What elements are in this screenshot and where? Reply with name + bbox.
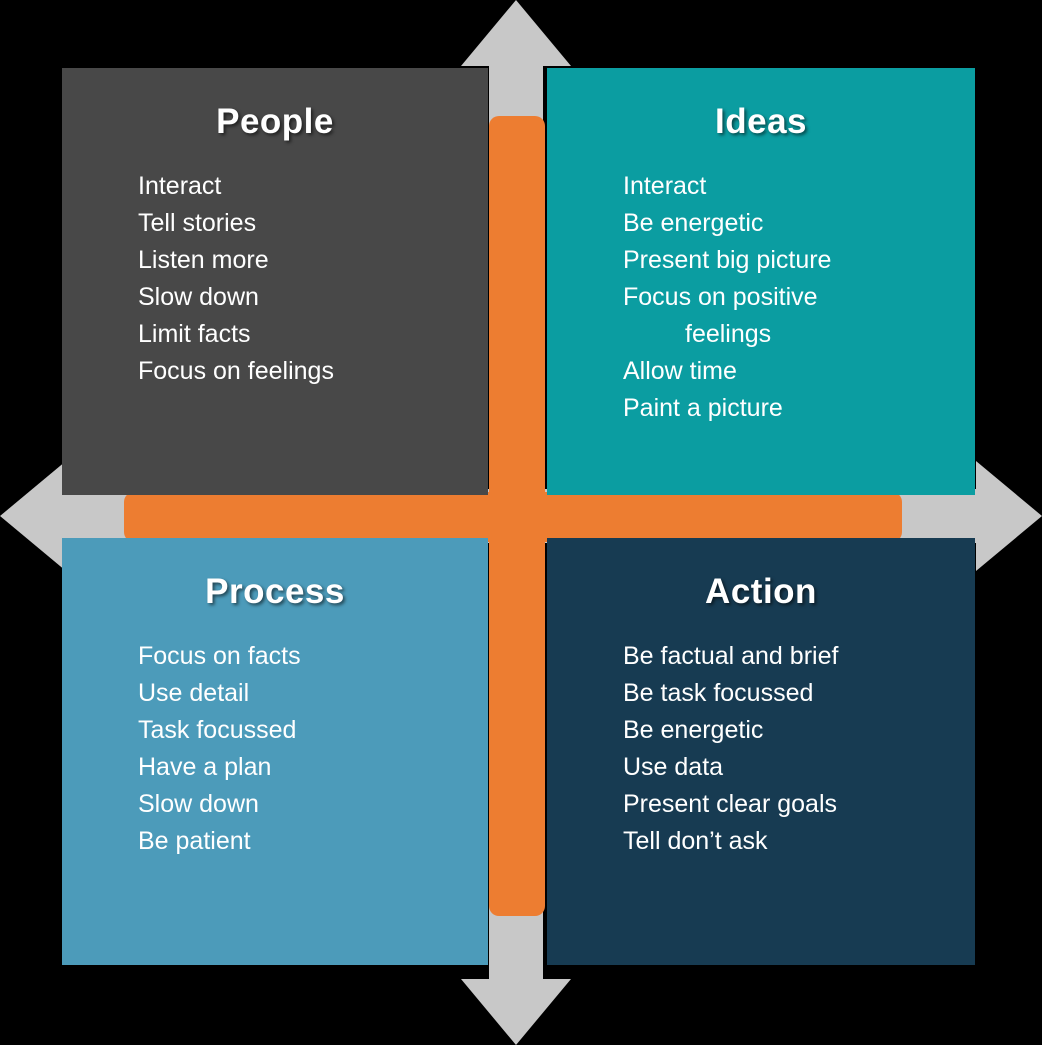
cross-horizontal-bar (124, 492, 902, 542)
quadrant-process-title: Process (205, 572, 345, 611)
quadrant-item: Tell don’t ask (623, 827, 768, 855)
quadrant-item: Limit facts (138, 320, 251, 348)
quadrant-item: Present clear goals (623, 790, 838, 818)
quadrant-item: Use data (623, 753, 724, 781)
quadrant-action-title: Action (705, 572, 817, 611)
quadrant-item: Present big picture (623, 246, 832, 274)
quadrant-item: Focus on feelings (138, 357, 334, 385)
quadrant-item: Be energetic (623, 209, 764, 237)
quadrant-item: Interact (623, 172, 707, 200)
quadrant-action: Action Be factual and brief Be task focus… (547, 538, 975, 965)
quadrant-item: Have a plan (138, 753, 272, 781)
quadrant-item: Focus on facts (138, 642, 301, 670)
quadrant-item: Tell stories (138, 209, 257, 237)
quadrant-item: Slow down (138, 790, 259, 818)
quadrant-item: Be energetic (623, 716, 764, 744)
quadrant-item: Allow time (623, 357, 737, 385)
quadrant-item: Task focussed (138, 716, 297, 744)
quadrant-people-title: People (216, 102, 334, 141)
quadrant-item: Slow down (138, 283, 259, 311)
quadrant-item: Listen more (138, 246, 269, 274)
quadrant-item: Be factual and brief (623, 642, 839, 670)
quadrant-item: Be task focussed (623, 679, 814, 707)
quadrant-action-item-list: Be factual and brief Be task focussed Be e… (623, 638, 955, 860)
quadrant-ideas-title: Ideas (715, 102, 807, 141)
quadrant-item: Be patient (138, 827, 251, 855)
quadrant-item: Use detail (138, 679, 250, 707)
quadrant-item: Interact (138, 172, 222, 200)
quadrant-item: Focus on positive feelings (623, 283, 818, 348)
quadrant-item: Paint a picture (623, 394, 783, 422)
